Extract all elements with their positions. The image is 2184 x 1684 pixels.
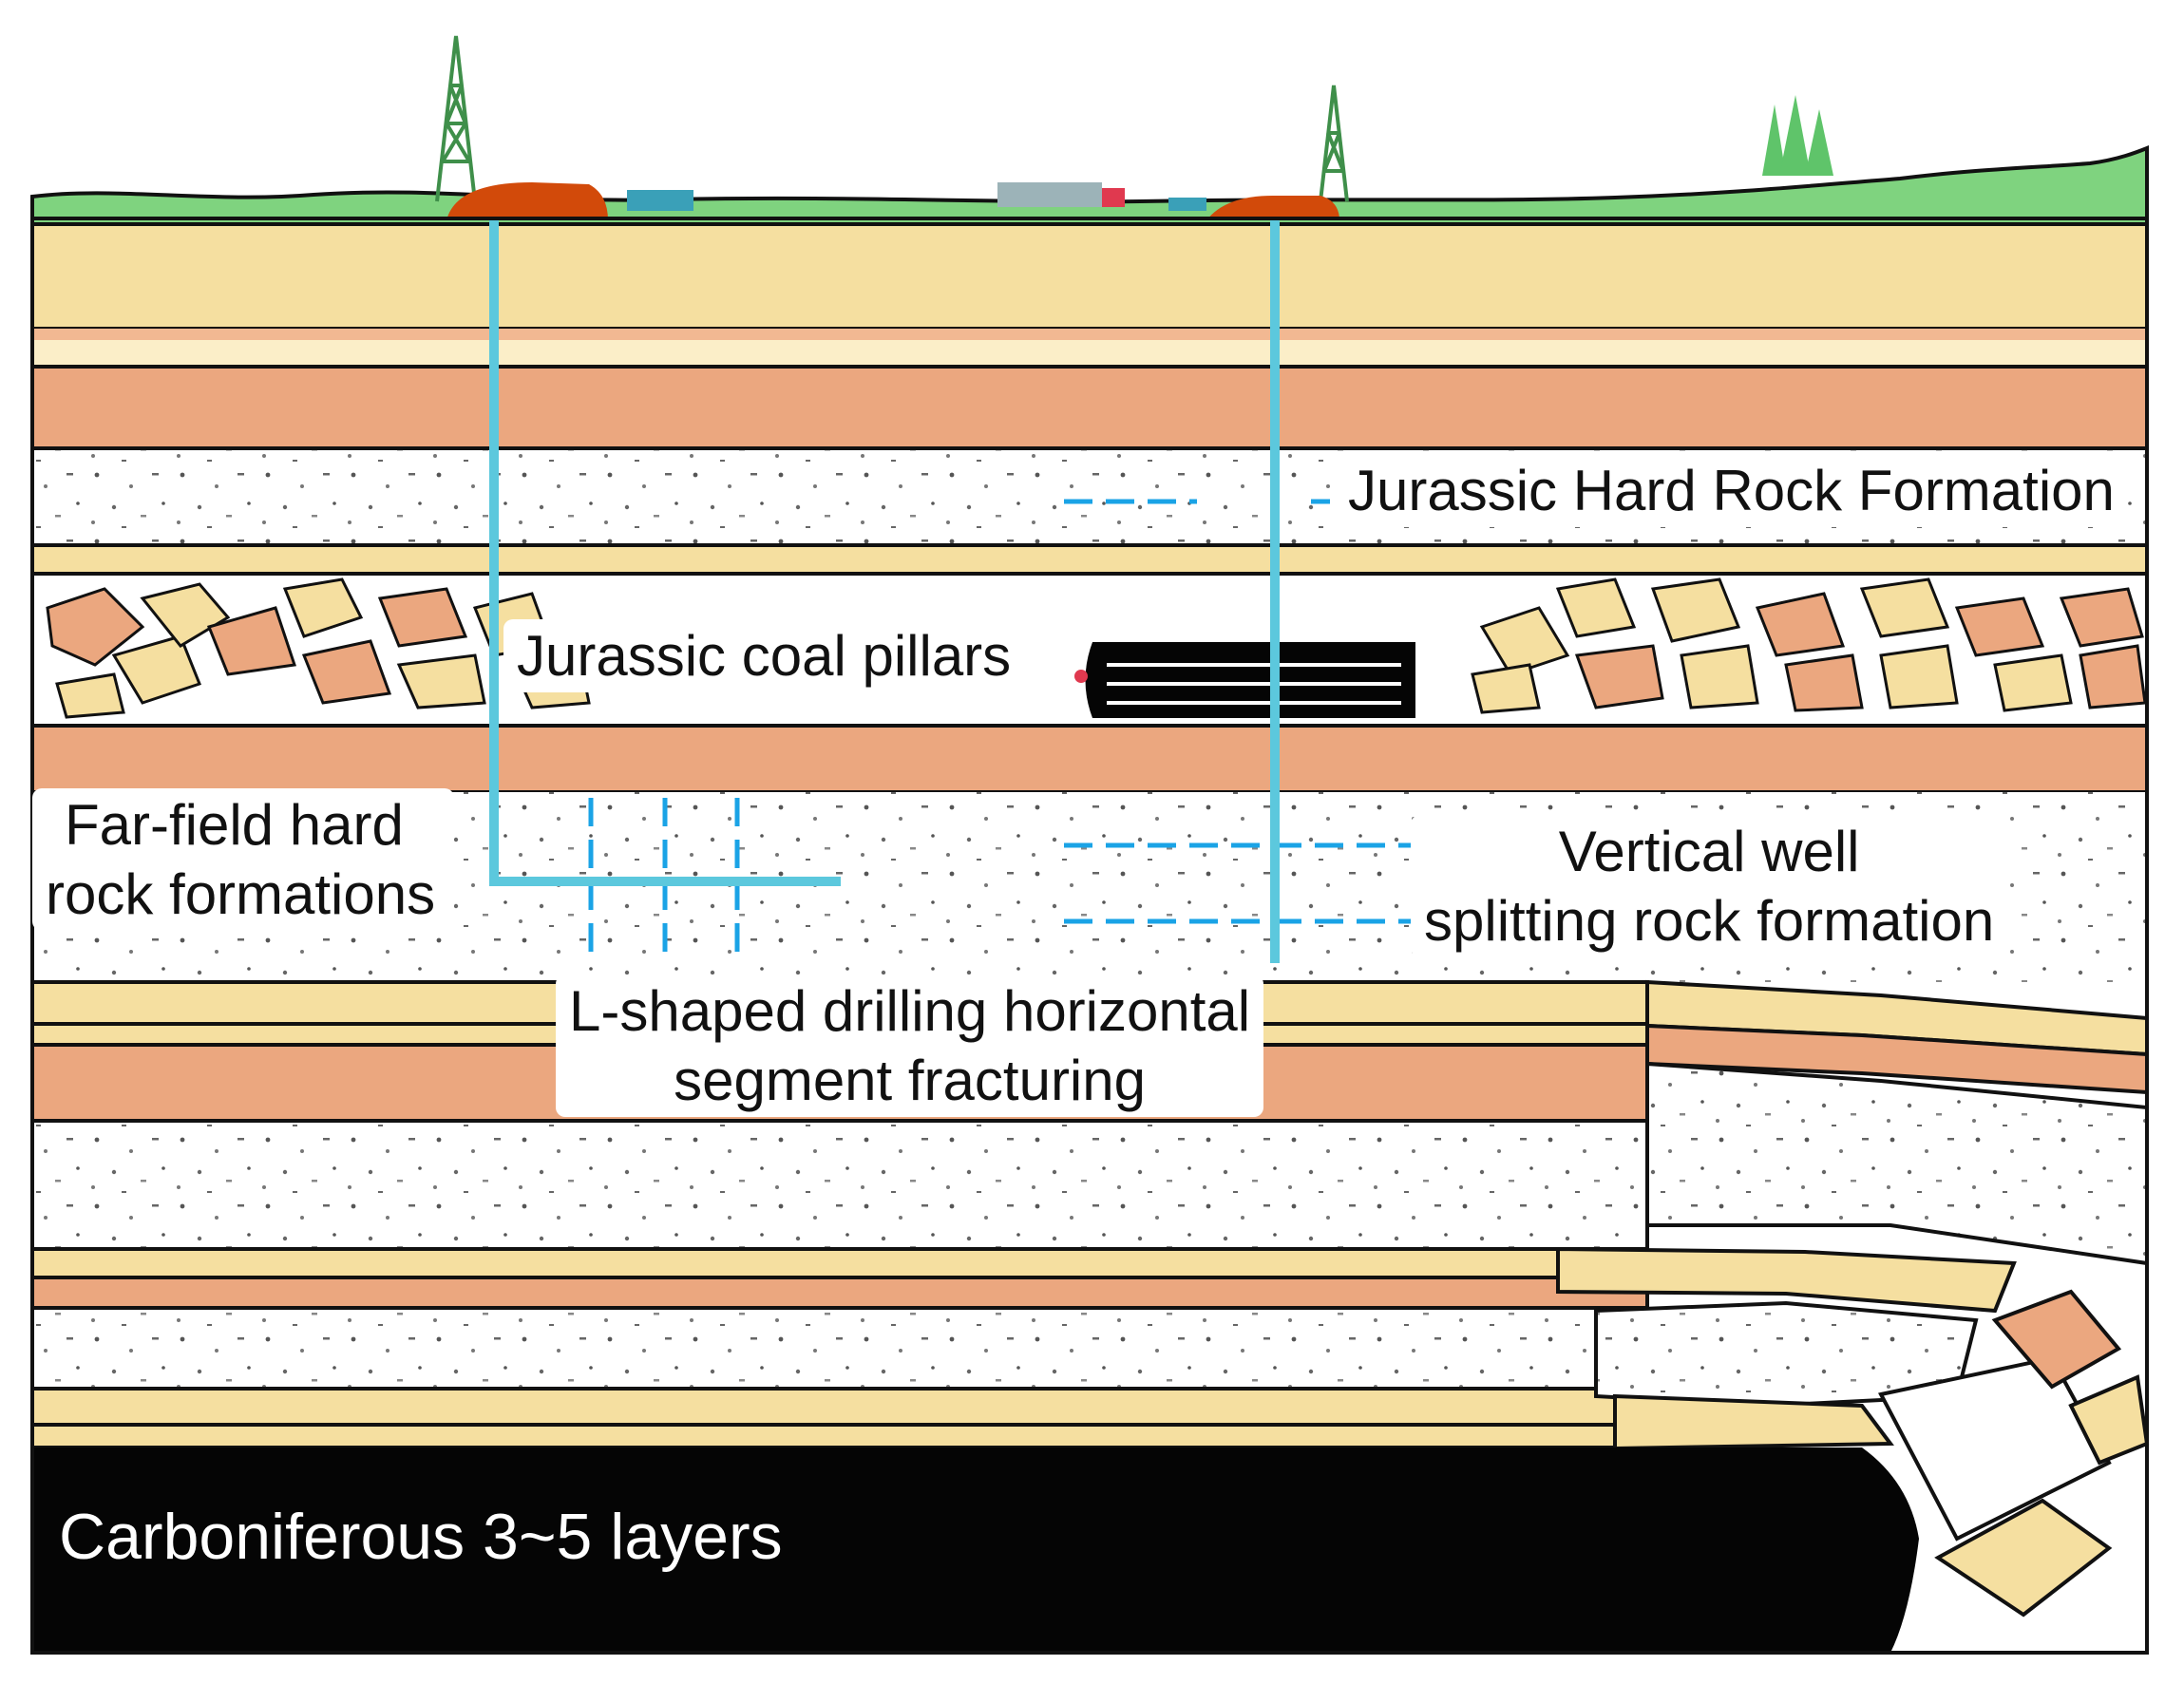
- label-vertical-well-line1: Vertical well: [1558, 820, 1860, 883]
- fracture-lines: [588, 499, 1425, 964]
- collapsed-strata: [1556, 979, 2150, 1618]
- diagram-frame: [30, 217, 2149, 1655]
- label-l-shaped-line2: segment fracturing: [674, 1049, 1146, 1113]
- label-jurassic-hard-rock: Jurassic Hard Rock Formation: [1335, 454, 2128, 528]
- l-shaped-well: [489, 220, 841, 886]
- label-jurassic-coal-pillars: Jurassic coal pillars: [503, 619, 1025, 693]
- surface-vehicles: [627, 182, 1206, 211]
- label-vertical-well-line2: splitting rock formation: [1424, 889, 1995, 954]
- trees: [1762, 95, 1833, 176]
- label-far-field-line1: Far-field hard: [65, 793, 404, 857]
- goaf-rubble-right: [1471, 577, 2147, 714]
- drilling-rig-right: [1319, 85, 1349, 202]
- carboniferous-coal-seam: [32, 1447, 1919, 1653]
- rig-pads: [446, 182, 1339, 220]
- label-l-shaped-line1: L-shaped drilling horizontal: [569, 979, 1251, 1043]
- label-l-shaped-drilling: L-shaped drilling horizontal segment fra…: [556, 974, 1264, 1118]
- label-far-field-line2: rock formations: [46, 862, 436, 927]
- goaf-rubble-left: [46, 577, 591, 719]
- label-vertical-well-splitting: Vertical well splitting rock formation: [1411, 815, 2008, 958]
- label-carboniferous-layers: Carboniferous 3~5 layers: [59, 1501, 783, 1573]
- label-far-field-hard-rock: Far-field hard rock formations: [32, 788, 455, 932]
- coal-seam-working: [1074, 642, 1415, 718]
- drilling-rig-left: [435, 35, 477, 202]
